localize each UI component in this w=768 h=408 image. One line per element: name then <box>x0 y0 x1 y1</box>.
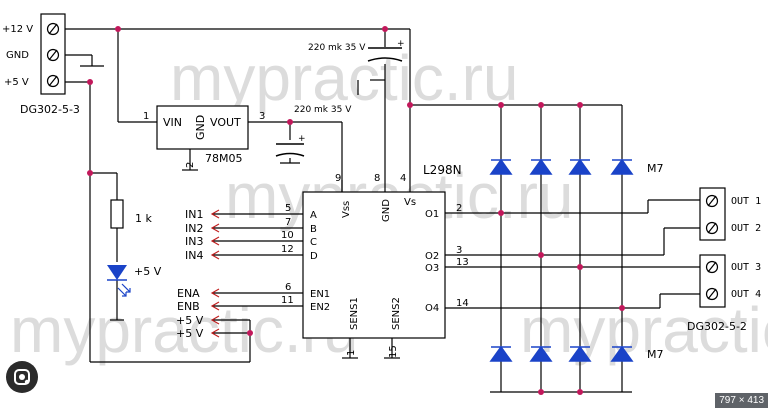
out-pin-3: OUT 3 <box>731 262 761 273</box>
regulator-name: 78M05 <box>205 152 243 165</box>
net-in3: IN3 <box>185 235 203 248</box>
capacitor-c1-value: 220 mk 35 V <box>308 43 366 53</box>
voltage-regulator: VIN GND VOUT 1 3 2 78M05 <box>143 105 265 168</box>
resistor-value: 1 k <box>135 212 152 225</box>
terminal-screw-icon <box>705 194 719 208</box>
pin-name-en2: EN2 <box>310 302 330 313</box>
pin-name-c: C <box>310 237 317 248</box>
pin-name-sens2: SENS2 <box>391 297 402 330</box>
pin-number-en2: 11 <box>281 295 294 306</box>
regulator-vout: VOUT <box>210 116 241 129</box>
regulator-pin-in: 1 <box>143 111 149 122</box>
out-pin-2: OUT 2 <box>731 223 761 234</box>
resistor: 1 k <box>110 199 152 229</box>
chip-name: L298N <box>423 163 462 177</box>
pin-name-o4: O4 <box>425 303 439 314</box>
net-enb: ENB <box>177 300 200 313</box>
regulator-vin: VIN <box>163 116 182 129</box>
led-label: +5 V <box>134 265 162 278</box>
pin-name-o1: O1 <box>425 209 439 220</box>
pin-number-vs: 4 <box>400 173 406 184</box>
regulator-pin-out: 3 <box>259 111 265 122</box>
output-terminal-name: DG302-5-2 <box>687 320 747 333</box>
capacitor-c2: + 220 mk 35 V <box>275 105 352 157</box>
pin-name-gnd: GND <box>381 199 392 222</box>
net-in4: IN4 <box>185 249 203 262</box>
out-pin-4: OUT 4 <box>731 289 761 300</box>
led: +5 V <box>107 265 162 297</box>
pin-number-d: 12 <box>281 244 294 255</box>
pin-number-b: 7 <box>285 217 291 228</box>
net-in2: IN2 <box>185 222 203 235</box>
pin-number-o2: 3 <box>456 245 462 256</box>
power-terminal-name: DG302-5-3 <box>20 103 80 116</box>
pin-number-en1: 6 <box>285 282 291 293</box>
pin-number-sens2: 15 <box>388 345 399 358</box>
l298n-chip: L298N 9 Vss 8 GND 4 Vs A B C D EN1 EN2 5… <box>281 163 469 358</box>
terminal-screw-icon <box>705 260 719 274</box>
terminal-screw-icon <box>705 221 719 235</box>
power-pin-5v: +5 V <box>4 77 29 88</box>
out-pin-1: OUT 1 <box>731 196 761 207</box>
power-pin-gnd: GND <box>6 50 29 61</box>
pin-name-vss: Vss <box>341 201 352 218</box>
led-light-arrows-icon <box>117 283 131 297</box>
capacitor-c2-plus: + <box>298 134 306 144</box>
wires <box>65 28 700 393</box>
flyback-diodes <box>489 158 634 362</box>
net-ena: ENA <box>177 287 200 300</box>
net-in1: IN1 <box>185 208 203 221</box>
regulator-gnd: GND <box>194 115 207 140</box>
diodes-top-label: M7 <box>647 162 664 175</box>
pin-name-d: D <box>310 251 318 262</box>
output-terminal-blocks: OUT 1 OUT 2 OUT 3 OUT 4 DG302-5-2 <box>687 187 761 333</box>
pin-number-o1: 2 <box>456 203 462 214</box>
junction-dots <box>87 26 625 395</box>
pin-name-sens1: SENS1 <box>349 297 360 330</box>
pin-name-vs: Vs <box>404 197 416 208</box>
capacitor-c1-plus: + <box>397 39 405 49</box>
pin-name-o3: O3 <box>425 263 439 274</box>
terminal-screw-icon <box>705 287 719 301</box>
pin-number-vss: 9 <box>335 173 341 184</box>
terminal-screw-icon <box>46 74 60 88</box>
pin-number-c: 10 <box>281 230 294 241</box>
pin-number-o4: 14 <box>456 298 469 309</box>
lens-search-button[interactable] <box>6 361 38 393</box>
pin-number-gnd: 8 <box>374 173 380 184</box>
pin-name-b: B <box>310 224 317 235</box>
watermark-text-4: mypractic.ru <box>520 294 768 366</box>
capacitor-c1: + 220 mk 35 V <box>308 39 405 62</box>
pin-number-o3: 13 <box>456 257 469 268</box>
capacitor-c2-value: 220 mk 35 V <box>294 105 352 115</box>
terminal-screw-icon <box>46 22 60 36</box>
pin-name-a: A <box>310 210 317 221</box>
pin-name-en1: EN1 <box>310 289 330 300</box>
input-arrow-icons <box>210 209 220 338</box>
net-5v-a: +5 V <box>176 314 204 327</box>
regulator-pin-gnd: 2 <box>185 162 196 168</box>
power-terminal-block: +12 V GND +5 V DG302-5-3 <box>2 13 80 116</box>
pin-number-a: 5 <box>285 203 291 214</box>
diodes-bottom-label: M7 <box>647 348 664 361</box>
pin-number-sens1: 1 <box>346 350 357 356</box>
net-5v-b: +5 V <box>176 327 204 340</box>
power-pin-12v: +12 V <box>2 24 33 35</box>
terminal-screw-icon <box>46 48 60 62</box>
pin-name-o2: O2 <box>425 251 439 262</box>
input-nets: IN1 IN2 IN3 IN4 ENA ENB +5 V +5 V <box>176 208 220 340</box>
watermark-text-1: mypractic.ru <box>170 42 519 114</box>
image-size-badge: 797 × 413 <box>715 393 768 408</box>
lens-icon <box>14 369 30 385</box>
